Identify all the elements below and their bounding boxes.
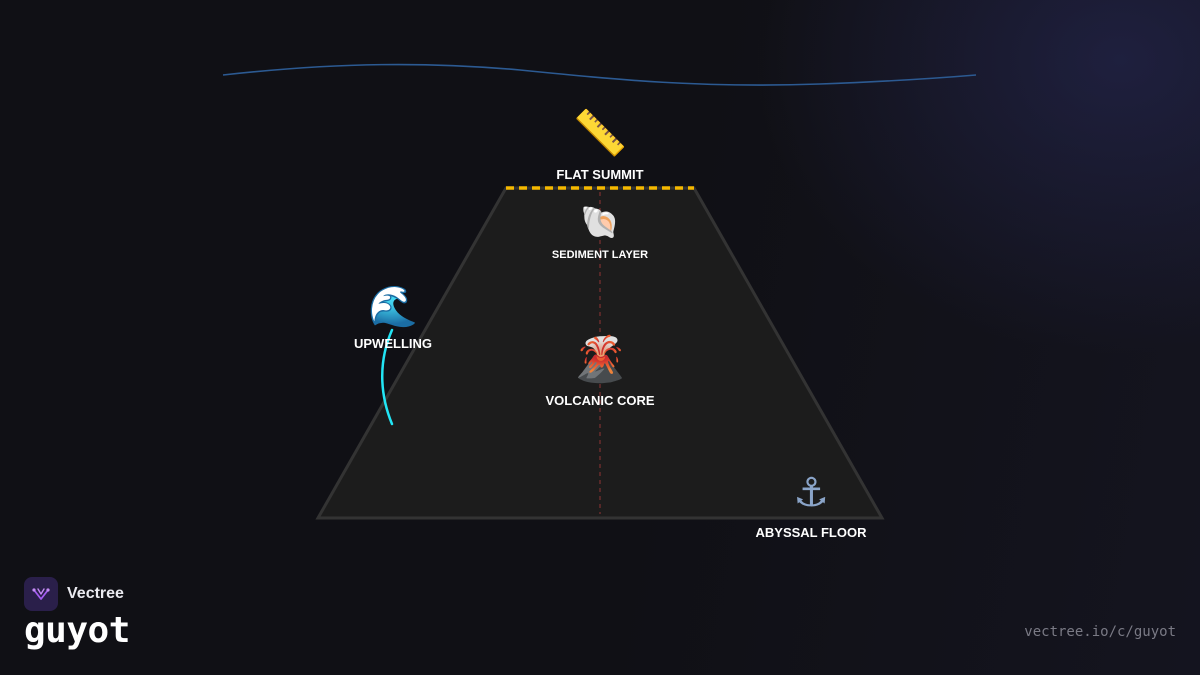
brand-name: Vectree [67, 585, 124, 602]
brand: Vectree [24, 577, 124, 611]
sediment-layer-label: SEDIMENT LAYER [551, 249, 649, 261]
vectree-logo-icon [24, 577, 58, 611]
upwelling-curve [381, 328, 394, 426]
source-url[interactable]: vectree.io/c/guyot [1024, 624, 1176, 640]
flat-summit-label: FLAT SUMMIT [556, 167, 644, 182]
wave-icon: 🌊 [368, 284, 418, 330]
volcano-icon: 🌋 [572, 334, 628, 385]
page-title: guyot [24, 610, 130, 651]
sea-surface-line [222, 63, 977, 86]
shell-icon: 🐚 [580, 203, 620, 241]
anchor-icon: ⚓ [793, 470, 829, 516]
upwelling-label: UPWELLING [354, 336, 432, 351]
abyssal-floor-label: ABYSSAL FLOOR [755, 525, 867, 540]
volcanic-core-label: VOLCANIC CORE [545, 393, 655, 408]
ruler-icon: 📏 [572, 108, 628, 159]
